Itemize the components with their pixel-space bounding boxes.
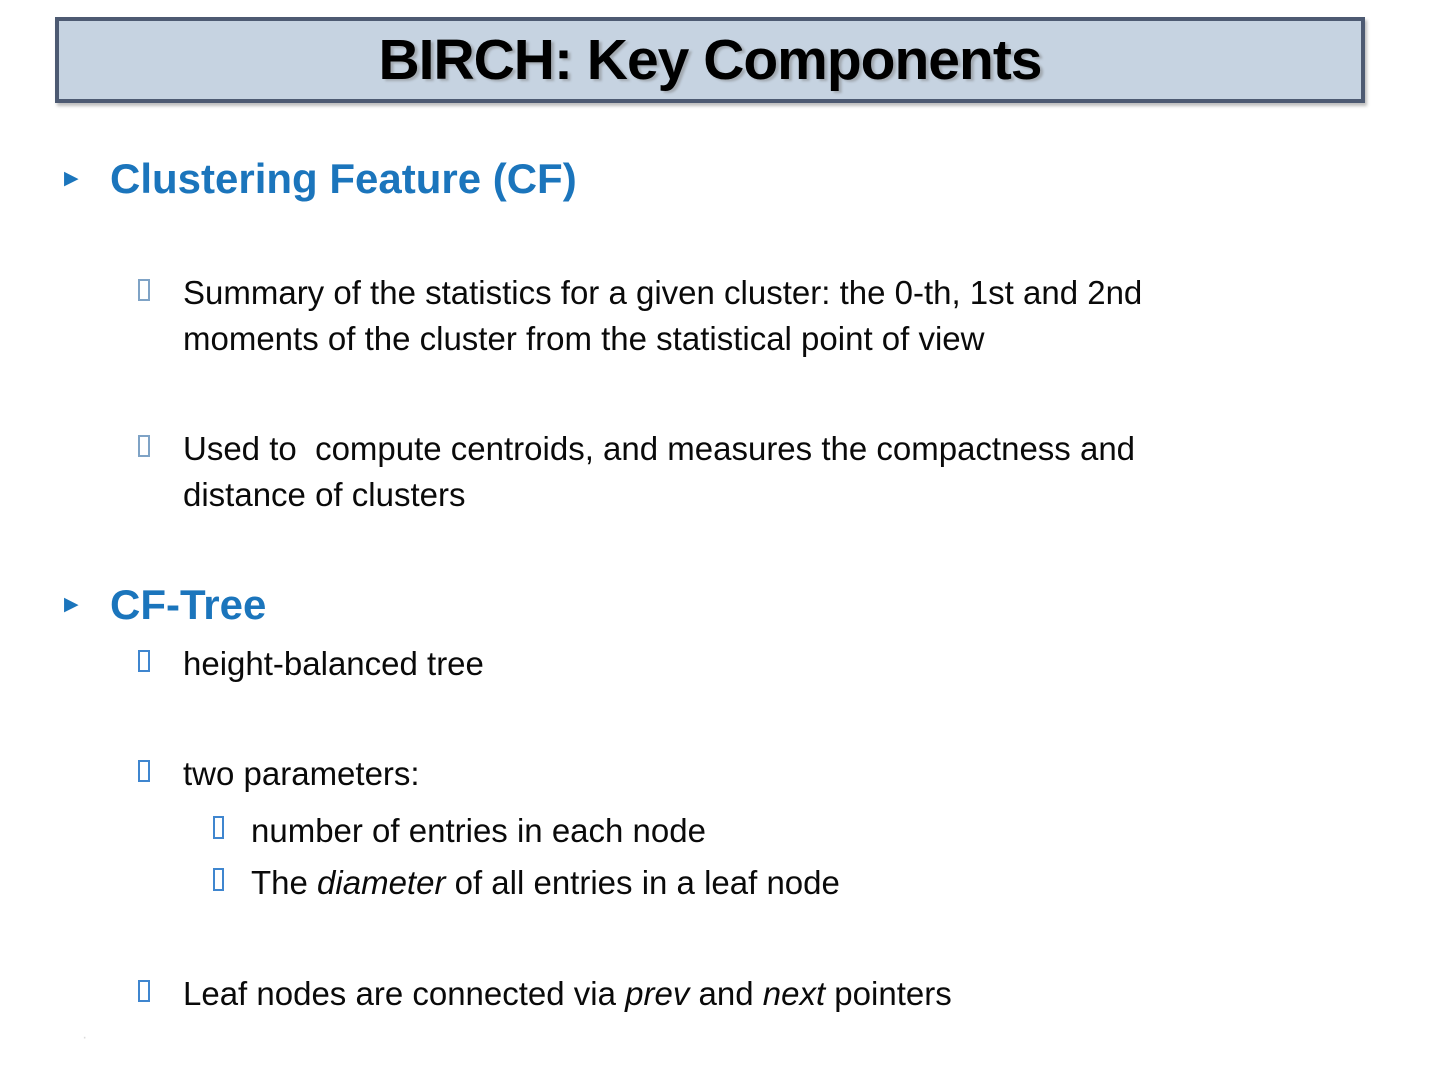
leaf-pointers-text: Leaf nodes are connected via prev and ne… [183, 971, 952, 1017]
bullet-clustering-feature-heading: ▶ Clustering Feature (CF) [0, 155, 1440, 203]
param-diameter-post: of all entries in a leaf node [445, 864, 840, 901]
param-diameter-pre: The [251, 864, 318, 901]
footer-artifact-mark: · [82, 1029, 88, 1046]
param-entries-text: number of entries in each node [251, 812, 706, 849]
bullet-marker-cell [138, 270, 183, 301]
triangle-bullet-icon: ▶ [64, 594, 79, 615]
missing-glyph-bullet-icon [213, 816, 224, 839]
missing-glyph-bullet-icon [138, 279, 150, 301]
leaf-pointers-mid: and [689, 975, 763, 1012]
missing-glyph-bullet-icon [138, 980, 150, 1002]
bullet-marker-cell [138, 971, 183, 1002]
param-diameter-text: The diameter of all entries in a leaf no… [251, 860, 840, 906]
slide-body: ▶ Clustering Feature (CF) Summary of the… [0, 103, 1440, 1017]
missing-glyph-bullet-icon [138, 760, 150, 782]
missing-glyph-bullet-icon [213, 868, 224, 891]
cf-summary-text: Summary of the statistics for a given cl… [183, 274, 1143, 357]
triangle-bullet-icon: ▶ [64, 168, 79, 189]
slide-title-bar: BIRCH: Key Components [55, 17, 1365, 103]
two-parameters-text: two parameters: [183, 755, 420, 792]
bullet-param-entries: number of entries in each node [0, 808, 1440, 854]
bullet-marker-cell [138, 751, 183, 782]
section-heading-cf-tree: CF-Tree [110, 581, 267, 628]
bullet-cf-usage: Used to compute centroids, and measures … [0, 426, 1440, 518]
missing-glyph-bullet-icon [138, 435, 150, 457]
bullet-marker-cell [213, 808, 251, 839]
leaf-pointers-post: pointers [825, 975, 952, 1012]
leaf-pointers-em-prev: prev [625, 975, 690, 1012]
missing-glyph-bullet-icon [138, 650, 150, 672]
bullet-marker-cell [138, 426, 183, 457]
bullet-marker-cell [138, 641, 183, 672]
cf-usage-text: Used to compute centroids, and measures … [183, 430, 1136, 513]
bullet-cf-summary: Summary of the statistics for a given cl… [0, 270, 1440, 362]
section-heading-clustering-feature: Clustering Feature (CF) [110, 155, 577, 202]
slide-title: BIRCH: Key Components [378, 28, 1042, 92]
height-balanced-text: height-balanced tree [183, 645, 484, 682]
bullet-marker-cell [213, 860, 251, 891]
leaf-pointers-pre: Leaf nodes are connected via [183, 975, 626, 1012]
leaf-pointers-em-next: next [762, 975, 826, 1012]
param-diameter-em: diameter [317, 864, 446, 901]
bullet-param-diameter: The diameter of all entries in a leaf no… [0, 860, 1440, 906]
bullet-leaf-pointers: Leaf nodes are connected via prev and ne… [0, 971, 1440, 1017]
bullet-cf-tree-heading: ▶ CF-Tree [0, 581, 1440, 629]
bullet-two-parameters: two parameters: [0, 751, 1440, 797]
bullet-height-balanced: height-balanced tree [0, 641, 1440, 687]
